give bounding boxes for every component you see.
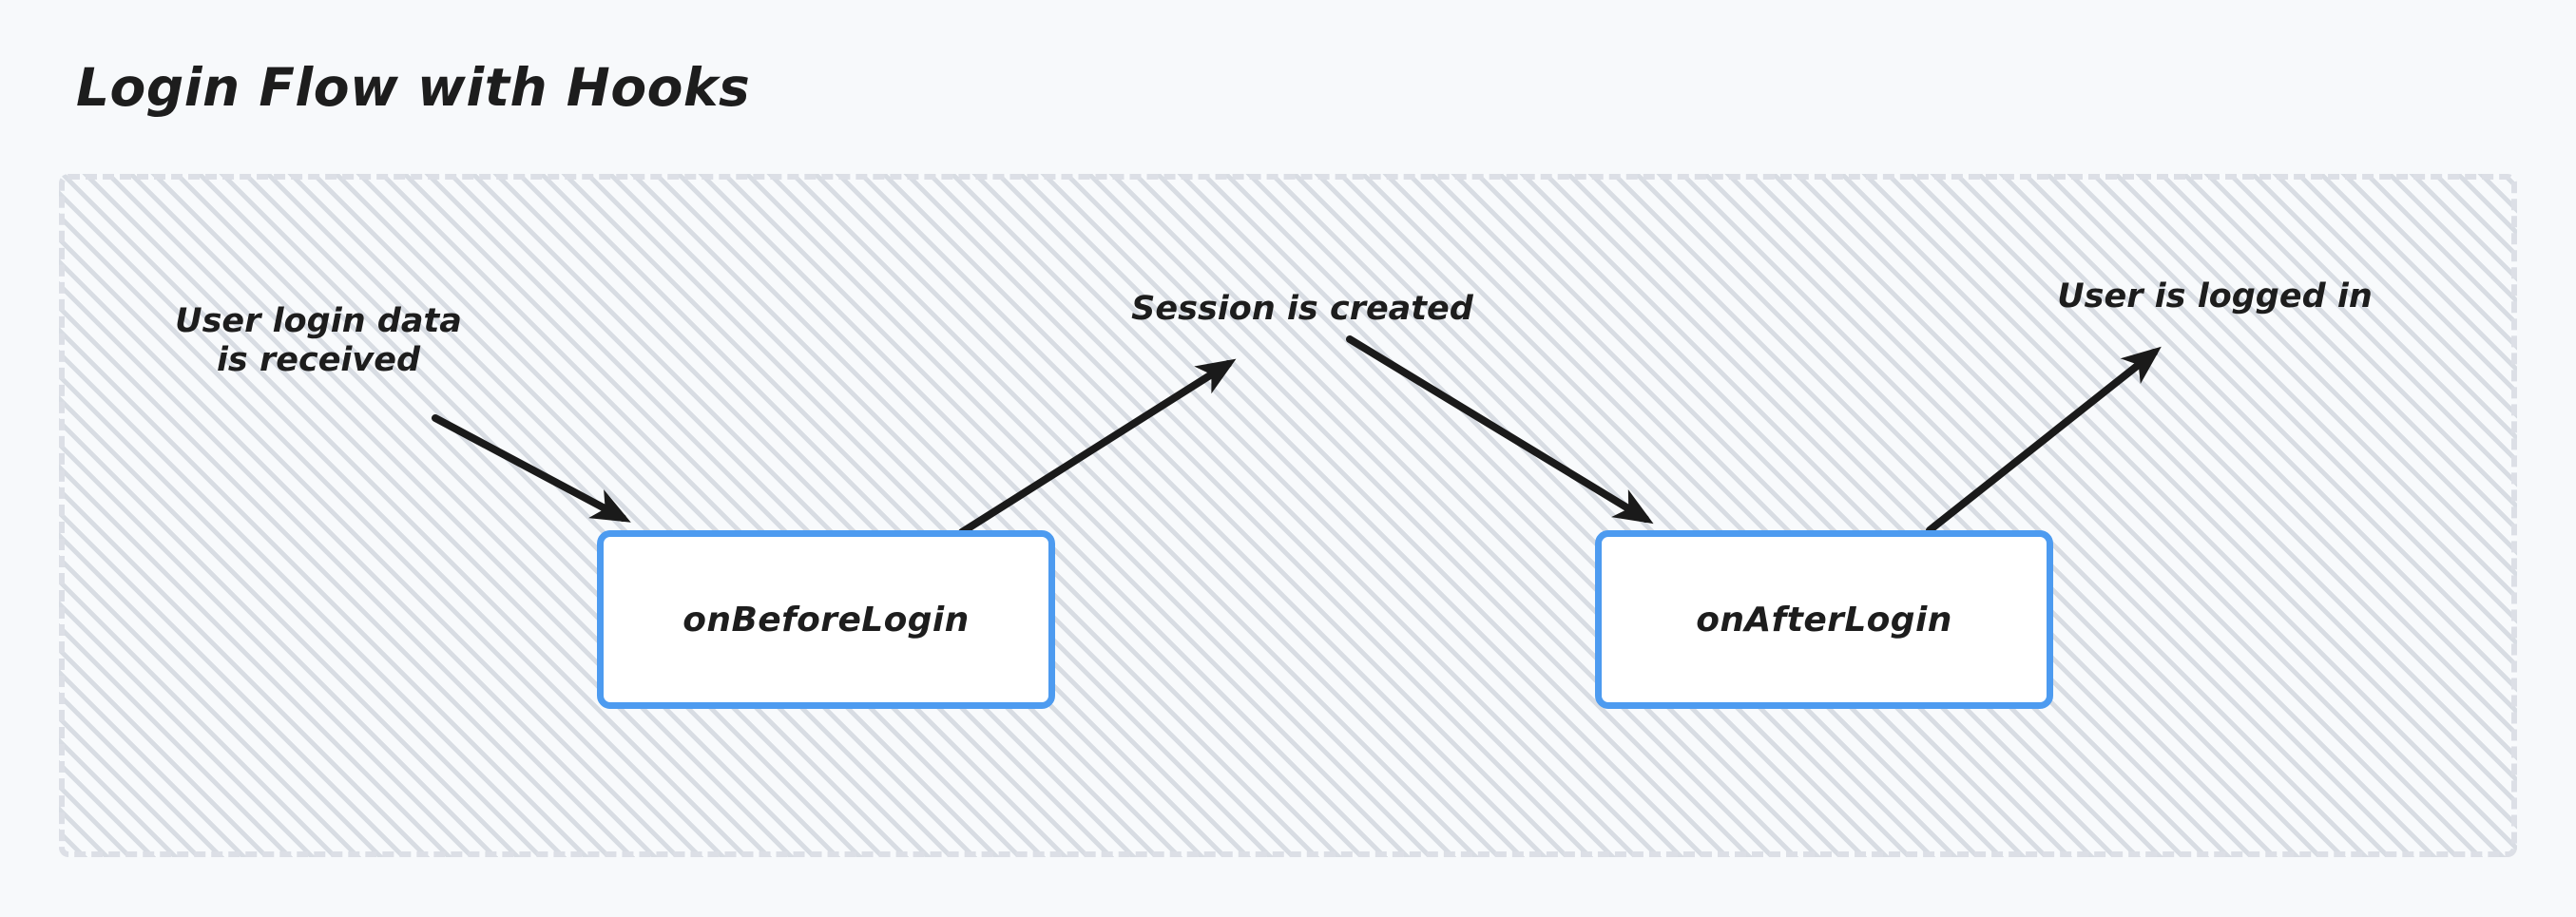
page-title: Login Flow with Hooks xyxy=(76,57,751,118)
edge-label-session-created: Session is created xyxy=(1131,290,1473,328)
edge-label-user-logged-in: User is logged in xyxy=(2057,277,2373,315)
node-on-before-login-label: onBeforeLogin xyxy=(682,600,970,640)
node-on-after-login-label: onAfterLogin xyxy=(1696,600,1952,640)
node-on-after-login[interactable]: onAfterLogin xyxy=(1595,530,2053,709)
edge-label-login-data: User login data is received xyxy=(175,302,462,380)
diagram-frame xyxy=(59,174,2517,857)
node-on-before-login[interactable]: onBeforeLogin xyxy=(597,530,1055,709)
